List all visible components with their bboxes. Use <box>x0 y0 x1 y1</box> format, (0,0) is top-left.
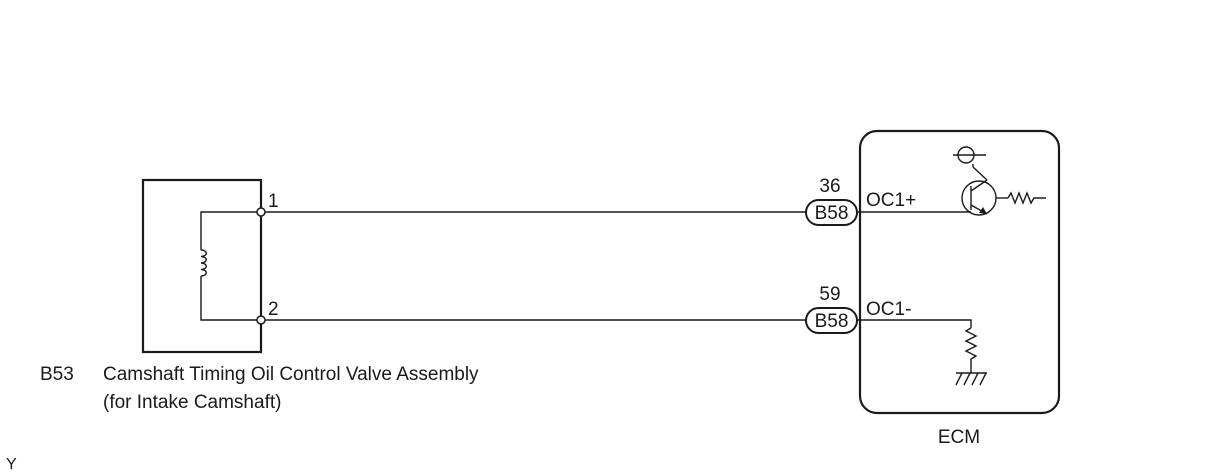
component-subname: (for Intake Camshaft) <box>103 392 281 413</box>
connector-2-code: B58 <box>815 311 849 332</box>
connector-1-code: B58 <box>815 203 849 224</box>
terminal-2 <box>256 315 266 325</box>
coil-wire-bottom <box>200 276 261 321</box>
solenoid-coil-icon <box>200 249 207 277</box>
ecm-label: ECM <box>938 427 980 448</box>
valve-assembly-box <box>141 178 263 354</box>
signal-oc1-minus: OC1- <box>866 299 911 320</box>
terminal-2-label: 2 <box>268 299 279 320</box>
ground-icon <box>955 372 987 386</box>
footer-code: Y <box>6 456 17 473</box>
connector-1-pin: 36 <box>819 176 840 197</box>
ground-wire <box>857 319 972 328</box>
base-resistor-icon <box>1007 191 1046 205</box>
terminal-1 <box>256 207 266 217</box>
signal-oc1-plus: OC1+ <box>866 190 916 211</box>
terminal-1-label: 1 <box>268 191 279 212</box>
ground-resistor-icon <box>964 327 978 373</box>
power-supply-icon <box>953 146 986 164</box>
transistor-icon <box>857 164 1008 216</box>
component-code: B53 <box>40 364 74 385</box>
ecm-box <box>858 129 1061 415</box>
connector-2-pin: 59 <box>819 284 840 305</box>
coil-wire-top <box>200 211 261 250</box>
component-name: Camshaft Timing Oil Control Valve Assemb… <box>103 364 479 385</box>
